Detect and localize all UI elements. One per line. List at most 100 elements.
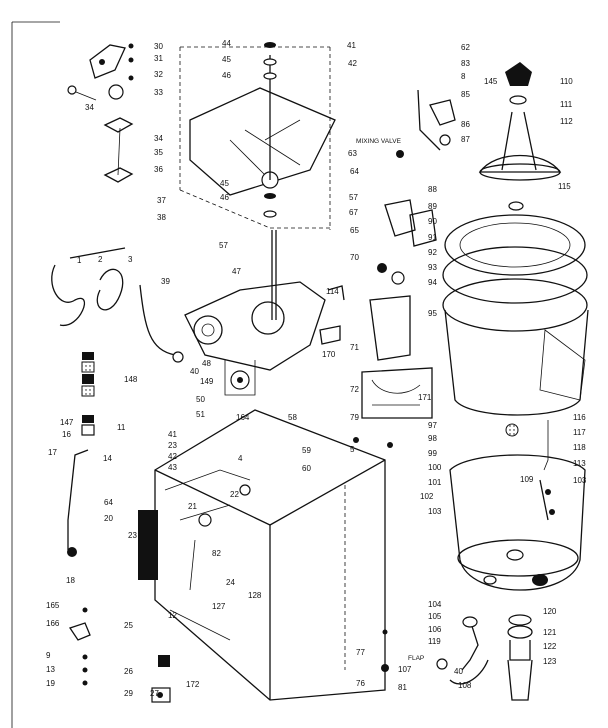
- label-92: 92: [428, 248, 437, 257]
- label-85: 85: [461, 90, 470, 99]
- label-34a: 34: [85, 103, 94, 112]
- pump-motor: [353, 263, 433, 448]
- drain-parts: [436, 614, 533, 701]
- label-41b: 41: [168, 430, 177, 439]
- frame: [11, 21, 60, 728]
- wash-basket: [442, 214, 589, 416]
- label-148: 148: [124, 375, 138, 384]
- label-105: 105: [428, 612, 442, 621]
- label-36: 36: [154, 165, 163, 174]
- label-24: 24: [226, 578, 235, 587]
- label-mixing-valve: MIXING VALVE: [356, 138, 402, 145]
- label-72: 72: [350, 385, 359, 394]
- label-118: 118: [573, 443, 586, 452]
- label-35: 35: [154, 148, 163, 157]
- label-77: 77: [356, 648, 365, 657]
- label-45a: 45: [222, 55, 231, 64]
- label-64: 64: [104, 498, 113, 507]
- label-86: 86: [461, 120, 470, 129]
- label-3: 3: [128, 255, 133, 264]
- label-95: 95: [428, 309, 437, 318]
- label-39: 39: [161, 277, 170, 286]
- label-34b: 34: [154, 134, 163, 143]
- label-115: 115: [558, 182, 571, 191]
- label-flapper: FLAP: [408, 655, 424, 662]
- label-122: 122: [543, 642, 557, 651]
- label-117: 117: [573, 428, 586, 437]
- label-20: 20: [104, 514, 113, 523]
- label-57a: 57: [219, 241, 228, 250]
- label-37: 37: [157, 196, 166, 205]
- part-labels: 30 31 32 33 34 34 35 36 37 38 44 45 46 4…: [46, 39, 587, 698]
- label-51: 51: [196, 410, 205, 419]
- label-42: 42: [348, 59, 357, 68]
- label-22: 22: [230, 490, 239, 499]
- label-98: 98: [428, 434, 437, 443]
- transmission-group: [184, 230, 326, 396]
- label-46a: 46: [222, 71, 231, 80]
- label-128: 128: [248, 591, 262, 600]
- label-60: 60: [302, 464, 311, 473]
- label-107: 107: [398, 665, 412, 674]
- label-120: 120: [543, 607, 557, 616]
- label-106: 106: [428, 625, 442, 634]
- label-83: 83: [461, 59, 470, 68]
- label-57b: 57: [349, 193, 358, 202]
- label-108: 108: [458, 681, 472, 690]
- label-114: 114: [326, 287, 339, 296]
- label-63: 63: [348, 149, 357, 158]
- label-32: 32: [154, 70, 163, 79]
- label-81: 81: [398, 683, 407, 692]
- label-38: 38: [157, 213, 166, 222]
- label-123: 123: [543, 657, 557, 666]
- label-2: 2: [98, 255, 103, 264]
- label-110: 110: [560, 77, 573, 86]
- label-90: 90: [428, 217, 437, 226]
- label-102: 102: [420, 492, 434, 501]
- label-42b: 42: [168, 452, 177, 461]
- label-11: 11: [117, 423, 126, 432]
- label-43: 43: [168, 463, 177, 472]
- label-119: 119: [428, 637, 441, 646]
- label-171: 171: [418, 393, 432, 402]
- label-70: 70: [350, 253, 359, 262]
- label-76: 76: [356, 679, 365, 688]
- label-1: 1: [77, 256, 82, 265]
- label-4: 4: [238, 454, 243, 463]
- label-121: 121: [543, 628, 557, 637]
- outer-tub: [449, 420, 586, 591]
- label-101: 101: [428, 478, 442, 487]
- valve-bracket: [384, 89, 456, 247]
- label-145: 145: [484, 77, 498, 86]
- label-104: 104: [428, 600, 442, 609]
- label-62: 62: [461, 43, 470, 52]
- label-23b: 23: [128, 531, 137, 540]
- label-100: 100: [428, 463, 442, 472]
- label-97: 97: [428, 421, 437, 430]
- hose-assembly: [51, 247, 184, 557]
- label-58: 58: [288, 413, 297, 422]
- agitator: [478, 62, 562, 211]
- label-9: 9: [46, 651, 51, 660]
- label-111: 111: [560, 100, 573, 109]
- label-109: 109: [520, 475, 534, 484]
- label-12: 12: [168, 611, 177, 620]
- label-166: 166: [46, 619, 60, 628]
- label-91: 91: [428, 233, 437, 242]
- label-82: 82: [212, 549, 221, 558]
- label-26: 26: [124, 667, 133, 676]
- label-165: 165: [46, 601, 60, 610]
- hinge-bracket-group: [67, 43, 134, 183]
- label-16: 16: [62, 430, 71, 439]
- label-116: 116: [573, 413, 586, 422]
- label-13: 13: [46, 665, 55, 674]
- label-164: 164: [236, 413, 250, 422]
- label-19: 19: [46, 679, 55, 688]
- label-64b: 64: [350, 167, 359, 176]
- center-brackets: [319, 285, 345, 345]
- label-147: 147: [60, 418, 74, 427]
- label-46b: 46: [220, 193, 229, 202]
- label-21: 21: [188, 502, 197, 511]
- label-170: 170: [322, 350, 336, 359]
